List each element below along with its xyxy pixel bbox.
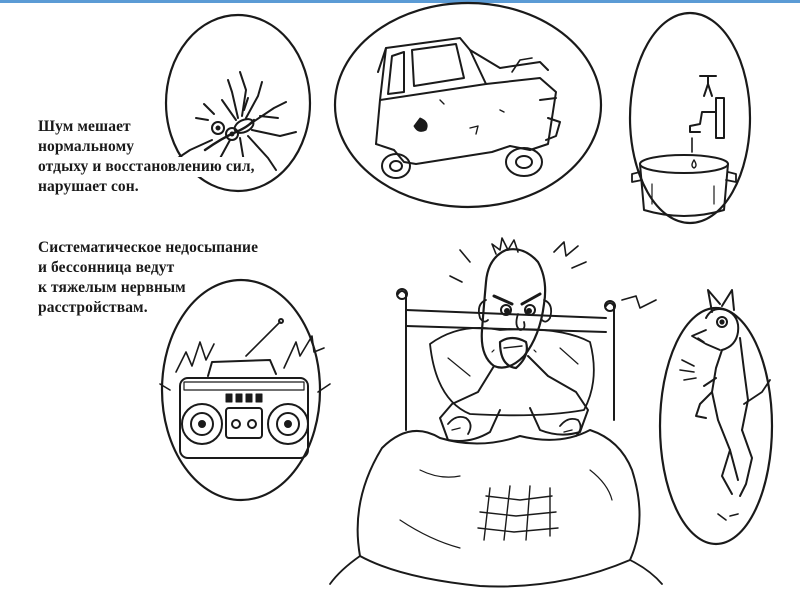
text-line: расстройствам. [38, 298, 150, 318]
dripping-tap-illustration [628, 11, 752, 225]
bed-icon [329, 237, 663, 588]
dog-icon [679, 289, 771, 521]
text-line: Систематическое недосыпание [38, 238, 261, 258]
barking-dog-illustration [658, 289, 774, 546]
mosquito-icon [177, 71, 297, 177]
text-line: нарушает сон. [38, 177, 141, 197]
text-line: и бессонница ведут [38, 258, 177, 278]
faucet-icon [631, 75, 737, 217]
radio-icon [159, 318, 331, 459]
mosquito-illustration [164, 13, 312, 193]
boombox-illustration [159, 278, 331, 502]
paragraph-sleep-deprivation: Систематическое недосыпание и бессонница… [38, 238, 261, 318]
sleepless-man-illustration [329, 237, 663, 588]
paragraph-noise-disturbs-rest: Шум мешает нормальному отдыху и восстано… [38, 117, 257, 197]
top-border [0, 0, 800, 3]
text-line: к тяжелым нервным [38, 278, 188, 298]
text-line: нормальному [38, 137, 137, 157]
text-line: отдыху и восстановлению сил, [38, 157, 257, 177]
old-car-illustration [333, 1, 603, 209]
text-line: Шум мешает [38, 117, 133, 137]
car-icon [375, 37, 561, 179]
